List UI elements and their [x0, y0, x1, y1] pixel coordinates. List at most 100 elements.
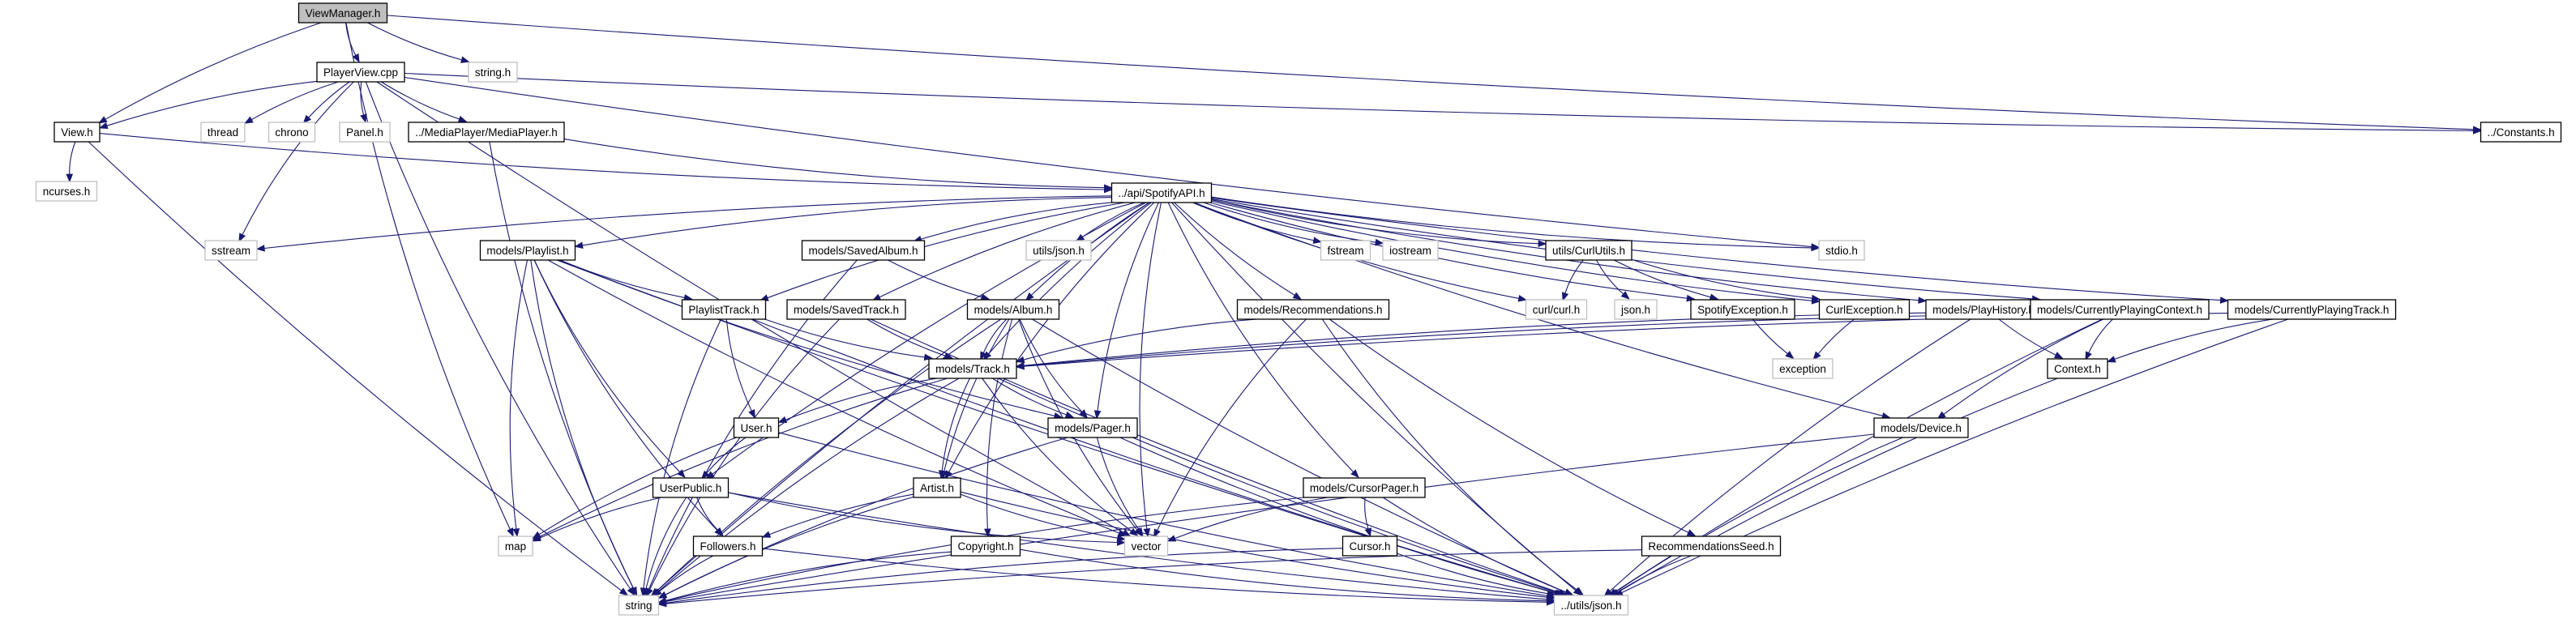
edges-layer	[66, 15, 2482, 608]
node-spotify-api[interactable]: ../api/SpotifyAPI.h	[1110, 182, 1213, 203]
node-iostream[interactable]: iostream	[1382, 240, 1439, 261]
edge-view-manager-to-constants	[387, 15, 2482, 134]
node-label: vector	[1132, 540, 1162, 553]
node-followers[interactable]: Followers.h	[692, 536, 764, 557]
node-label: Cursor.h	[1349, 540, 1390, 553]
node-sstream[interactable]: sstream	[204, 240, 258, 261]
edge-line	[1023, 314, 2031, 367]
node-box	[966, 299, 1060, 320]
node-label: User.h	[740, 422, 772, 434]
edge-view-h-to-ncurses	[66, 141, 76, 183]
edge-user-to-utils-json-h	[778, 432, 1555, 600]
node-copyright[interactable]: Copyright.h	[950, 536, 1021, 557]
edge-spotify-api-to-pager	[1093, 202, 1159, 420]
node-media-player[interactable]: ../MediaPlayer/MediaPlayer.h	[408, 122, 565, 143]
edge-playlist-to-string	[530, 259, 638, 596]
node-vector[interactable]: vector	[1123, 536, 1169, 557]
node-utils-json-h[interactable]: ../utils/json.h	[1553, 595, 1629, 616]
edge-spotify-api-to-playlist	[574, 197, 1112, 250]
edge-spotify-api-to-currently-playing-track	[1211, 197, 2229, 304]
node-ncurses[interactable]: ncurses.h	[35, 181, 98, 202]
edge-line	[380, 81, 460, 120]
node-box	[2480, 122, 2562, 143]
node-curl-utils[interactable]: utils/CurlUtils.h	[1545, 240, 1632, 261]
node-stdio[interactable]: stdio.h	[1818, 240, 1865, 261]
node-pager[interactable]: models/Pager.h	[1047, 417, 1138, 438]
edge-line	[665, 551, 952, 601]
node-label: stdio.h	[1825, 245, 1858, 257]
node-artist[interactable]: Artist.h	[913, 477, 961, 498]
edge-media-player-to-spotify-api	[563, 139, 1113, 192]
edge-pager-to-utils-json-h	[1119, 437, 1565, 597]
edge-arrowhead	[255, 245, 265, 252]
node-label: models/CurrentlyPlayingTrack.h	[2235, 304, 2390, 316]
node-constants[interactable]: ../Constants.h	[2480, 122, 2562, 143]
node-saved-track[interactable]: models/SavedTrack.h	[786, 299, 906, 320]
node-recommendations-seed[interactable]: RecommendationsSeed.h	[1641, 536, 1782, 557]
node-view-manager[interactable]: ViewManager.h	[297, 2, 388, 23]
node-album[interactable]: models/Album.h	[966, 299, 1060, 320]
node-device[interactable]: models/Device.h	[1873, 417, 1969, 438]
edge-line	[263, 195, 1112, 250]
node-label: string.h	[475, 66, 511, 79]
node-spotify-exception[interactable]: SpotifyException.h	[1690, 299, 1795, 320]
node-panel-h[interactable]: Panel.h	[339, 122, 391, 143]
node-box	[786, 299, 906, 320]
node-cursor[interactable]: Cursor.h	[1341, 536, 1398, 557]
node-curl-exception[interactable]: CurlException.h	[1818, 299, 1911, 320]
node-label: ../api/SpotifyAPI.h	[1118, 187, 1205, 199]
edge-curl-utils-to-spotify-exception	[1613, 259, 1719, 301]
node-context[interactable]: Context.h	[2047, 358, 2108, 379]
edge-line	[665, 496, 914, 595]
node-fstream[interactable]: fstream	[1320, 240, 1371, 261]
node-box	[339, 122, 391, 143]
node-currently-playing-track[interactable]: models/CurrentlyPlayingTrack.h	[2227, 299, 2397, 320]
node-utils-json[interactable]: utils/json.h	[1025, 240, 1092, 261]
edge-recommendations-seed-to-string	[657, 549, 1642, 608]
node-track[interactable]: models/Track.h	[928, 358, 1017, 379]
node-box	[1110, 182, 1213, 203]
edge-view-manager-to-string-h	[367, 22, 470, 63]
node-box	[1614, 299, 1658, 320]
node-play-history[interactable]: models/PlayHistory.h	[1925, 299, 2042, 320]
node-cursor-pager[interactable]: models/CursorPager.h	[1303, 477, 1426, 498]
edge-arrowhead	[302, 114, 312, 124]
edge-playlist-track-to-track	[764, 318, 934, 361]
node-box	[681, 299, 767, 320]
node-player-view[interactable]: PlayerView.cpp	[316, 62, 405, 83]
node-thread[interactable]: thread	[200, 122, 246, 143]
node-map[interactable]: map	[498, 536, 533, 557]
node-json-h[interactable]: json.h	[1614, 299, 1658, 320]
node-view-h[interactable]: View.h	[53, 122, 101, 143]
node-label: curl/curl.h	[1533, 304, 1581, 316]
node-label: map	[505, 540, 526, 553]
node-label: View.h	[61, 126, 93, 139]
edge-copyright-to-string	[657, 551, 952, 604]
edge-arrowhead	[507, 527, 514, 537]
edge-line	[242, 81, 354, 235]
node-string[interactable]: string	[618, 595, 660, 616]
node-string-h[interactable]: string.h	[468, 62, 518, 83]
node-user-public[interactable]: UserPublic.h	[652, 477, 730, 498]
edge-line	[696, 497, 718, 531]
edge-arrowhead	[1517, 294, 1528, 302]
edge-line	[1615, 437, 1903, 593]
edge-line	[509, 259, 528, 530]
edge-playlist-to-vector	[547, 259, 1128, 536]
edge-copyright-to-utils-json-h	[1020, 548, 1555, 605]
node-playlist-track[interactable]: PlaylistTrack.h	[681, 299, 767, 320]
node-curl-h[interactable]: curl/curl.h	[1525, 299, 1588, 320]
node-chrono[interactable]: chrono	[267, 122, 316, 143]
node-recommendations[interactable]: models/Recommendations.h	[1236, 299, 1390, 320]
node-user[interactable]: User.h	[733, 417, 780, 438]
edge-curl-exception-to-exception	[1812, 318, 1855, 361]
edge-user-public-to-map	[532, 497, 662, 542]
node-currently-playing-context[interactable]: models/CurrentlyPlayingContext.h	[2030, 299, 2210, 320]
edge-line	[888, 259, 982, 298]
edge-player-view-to-thread	[244, 81, 339, 124]
node-playlist[interactable]: models/Playlist.h	[479, 240, 576, 261]
node-saved-album[interactable]: models/SavedAlbum.h	[801, 240, 926, 261]
node-exception[interactable]: exception	[1772, 358, 1834, 379]
edge-line	[99, 133, 1105, 190]
edge-arrowhead	[360, 113, 367, 123]
